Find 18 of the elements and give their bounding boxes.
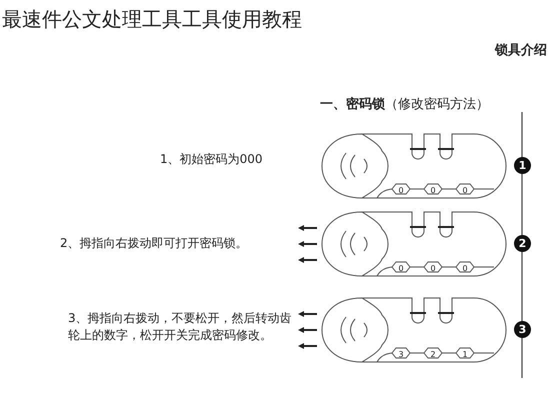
dial-number: 0 (397, 186, 405, 196)
dial-number: 3 (397, 350, 405, 360)
step-number: 3 (514, 321, 531, 338)
step-number: 1 (514, 157, 531, 174)
instruction-text: 2、拇指向右拨动即可打开密码锁。 (60, 235, 249, 252)
dial-number: 2 (429, 350, 437, 360)
dial-number: 0 (397, 264, 405, 274)
section-heading: 锁具介绍 (495, 42, 547, 59)
dial-number: 0 (461, 264, 469, 274)
step-number: 2 (514, 235, 531, 252)
dial-number: 0 (429, 264, 437, 274)
instruction-text: 3、拇指向右拨动，不要松开，然后转动齿轮上的数字，松开开关完成密码修改。 (68, 310, 293, 344)
instruction-text: 1、初始密码为000 (160, 151, 264, 168)
subsection-heading: 一、密码锁（修改密码方法） (320, 96, 489, 113)
dial-number: 1 (461, 350, 469, 360)
dial-number: 0 (461, 186, 469, 196)
dial-number: 0 (429, 186, 437, 196)
page-title: 最速件公文处理工具工具使用教程 (2, 6, 302, 33)
